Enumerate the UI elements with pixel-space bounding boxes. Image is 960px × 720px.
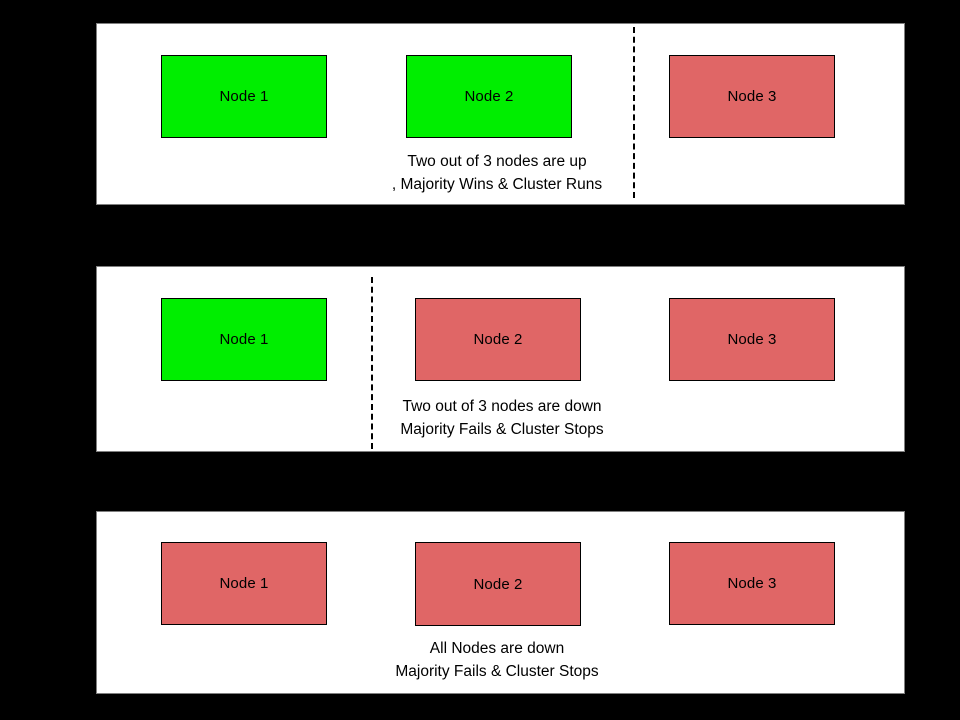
node-label: Node 2 [464, 88, 514, 105]
caption-line-1: Two out of 3 nodes are up [407, 153, 587, 170]
node-label: Node 1 [219, 331, 269, 348]
panel-caption: Two out of 3 nodes are down Majority Fai… [277, 395, 727, 441]
node-label: Node 1 [219, 575, 269, 592]
node-label: Node 2 [473, 331, 523, 348]
partition-divider-line [633, 27, 635, 198]
node-box-1[interactable]: Node 1 [161, 298, 327, 381]
node-box-2[interactable]: Node 2 [406, 55, 572, 138]
caption-line-1: Two out of 3 nodes are down [402, 398, 602, 415]
node-box-2[interactable]: Node 2 [415, 542, 581, 626]
node-box-1[interactable]: Node 1 [161, 542, 327, 625]
scenario-panel-3: Node 1 Node 2 Node 3 All Nodes are down … [96, 511, 905, 694]
node-label: Node 2 [473, 575, 523, 593]
panel-caption: Two out of 3 nodes are up , Majority Win… [267, 150, 727, 196]
node-box-3[interactable]: Node 3 [669, 298, 835, 381]
scenario-panel-2: Node 1 Node 2 Node 3 Two out of 3 nodes … [96, 266, 905, 452]
node-box-3[interactable]: Node 3 [669, 542, 835, 625]
caption-line-2: Majority Fails & Cluster Stops [395, 663, 599, 680]
node-box-1[interactable]: Node 1 [161, 55, 327, 138]
caption-line-2: , Majority Wins & Cluster Runs [391, 176, 603, 193]
node-label: Node 1 [219, 88, 269, 105]
node-box-2[interactable]: Node 2 [415, 298, 581, 381]
node-label: Node 3 [727, 331, 777, 348]
caption-line-2: Majority Fails & Cluster Stops [400, 421, 604, 438]
caption-line-1: All Nodes are down [429, 640, 565, 657]
panel-caption: All Nodes are down Majority Fails & Clus… [262, 637, 732, 683]
node-label: Node 3 [727, 88, 777, 105]
node-box-3[interactable]: Node 3 [669, 55, 835, 138]
scenario-panel-1: Node 1 Node 2 Node 3 Two out of 3 nodes … [96, 23, 905, 205]
node-label: Node 3 [727, 575, 777, 592]
partition-divider-line [371, 277, 373, 449]
